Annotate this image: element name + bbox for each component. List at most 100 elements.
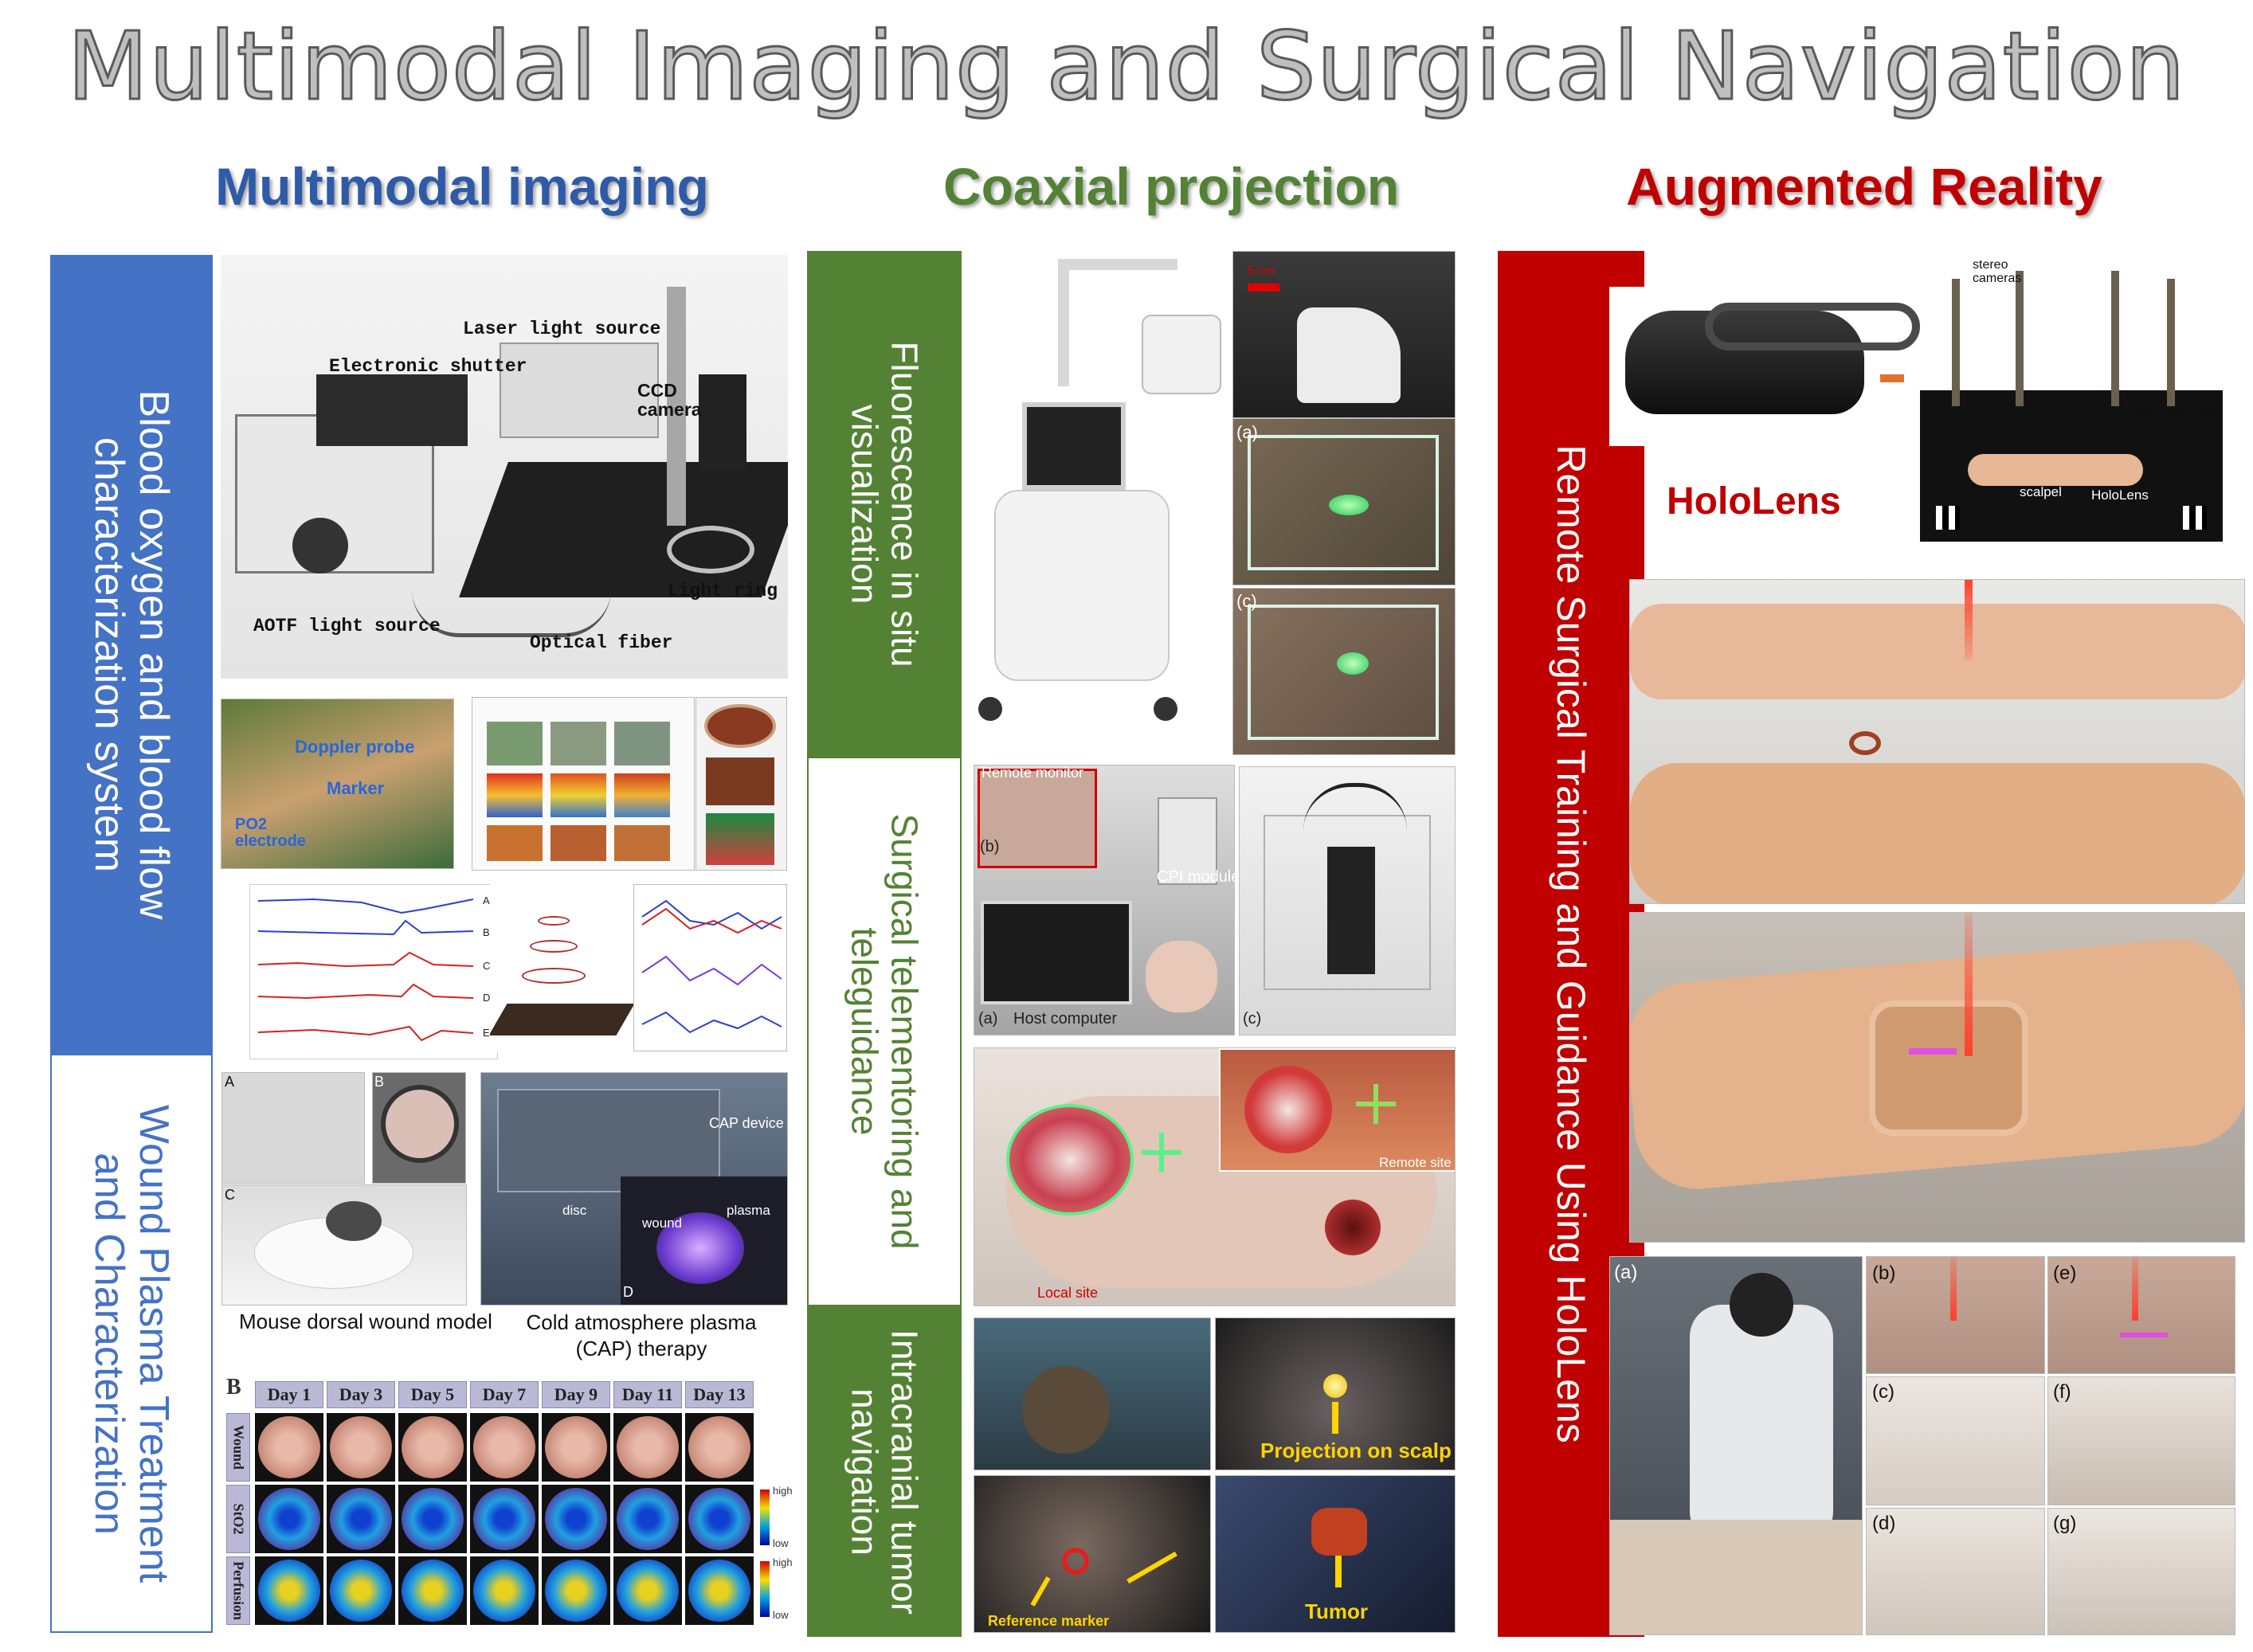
row-header-sto2: StO2 bbox=[226, 1485, 250, 1553]
ar-laser-beam-2 bbox=[1965, 913, 1973, 1056]
projection-photo-c bbox=[1232, 588, 1456, 755]
plot-letter-a: A bbox=[483, 895, 490, 906]
timecourse-cell bbox=[542, 1556, 610, 1625]
reg-cell-8 bbox=[551, 825, 606, 861]
timecourse-cell bbox=[327, 1413, 395, 1482]
reg-cell-6 bbox=[614, 773, 670, 817]
scalp-projection-photo bbox=[1215, 1317, 1456, 1470]
timecourse-cell bbox=[255, 1485, 323, 1553]
timecourse-cell-image bbox=[688, 1416, 750, 1478]
ar-phantom-upper bbox=[1630, 604, 2244, 699]
timecourse-cell-image bbox=[688, 1488, 750, 1550]
control-box-lens bbox=[292, 518, 348, 574]
label-marker: Marker bbox=[327, 778, 385, 798]
perfusion-colorbar bbox=[760, 1561, 770, 1617]
telementoring-setup-photo bbox=[974, 765, 1235, 1035]
camera-post bbox=[667, 287, 686, 526]
table-pole-1 bbox=[1952, 279, 1960, 406]
timecourse-cell-image bbox=[617, 1488, 679, 1550]
label-projection-on-scalp: Projection on scalp bbox=[1260, 1439, 1452, 1462]
day-header-13: Day 13 bbox=[685, 1381, 754, 1408]
table-pole-2 bbox=[2016, 271, 2024, 406]
timecourse-cell-image bbox=[473, 1560, 535, 1622]
scalp-arrow bbox=[1332, 1402, 1338, 1434]
ar-subpanel-f bbox=[2047, 1376, 2235, 1505]
plot-letter-b: B bbox=[483, 926, 490, 938]
timecourse-cell bbox=[685, 1413, 754, 1482]
timecourse-cell bbox=[327, 1556, 395, 1625]
scalp-projection-spot bbox=[1323, 1374, 1347, 1398]
timecourse-cell bbox=[685, 1556, 754, 1625]
hololens-band bbox=[1705, 303, 1920, 350]
cart-monitor bbox=[1022, 402, 1126, 490]
petri-dish-figure bbox=[695, 697, 787, 871]
timecourse-cell bbox=[613, 1485, 682, 1553]
shutter-box bbox=[316, 374, 468, 446]
remote-wound bbox=[1244, 1066, 1332, 1153]
sto2-scale-high: high bbox=[773, 1485, 793, 1497]
page-title: Multimodal Imaging and Surgical Navigati… bbox=[66, 10, 2186, 123]
label-doppler-probe: Doppler probe bbox=[295, 737, 415, 757]
label-electronic-shutter: Electronic shutter bbox=[329, 356, 527, 377]
day-header-9: Day 9 bbox=[542, 1381, 610, 1408]
label-d-sub: (d) bbox=[1872, 1513, 1896, 1534]
label-c-sub: (c) bbox=[1872, 1381, 1894, 1403]
projection-c-frame bbox=[1248, 605, 1439, 740]
petri-dish-bottom bbox=[706, 813, 774, 865]
cart-projector-head bbox=[1142, 315, 1221, 394]
remote-cross-v bbox=[1373, 1084, 1378, 1124]
roi-line-plots bbox=[633, 884, 787, 1051]
label-scalpel: scalpel bbox=[2020, 484, 2062, 499]
hololens-visor bbox=[1625, 311, 1864, 414]
reference-marker-photo bbox=[974, 1475, 1211, 1633]
cap-plasma-inset bbox=[621, 1176, 787, 1305]
signal-line-d bbox=[257, 983, 474, 1000]
timecourse-cell bbox=[255, 1556, 323, 1625]
reg-cell-4 bbox=[487, 773, 543, 817]
wound-panel-letter-c: C bbox=[225, 1187, 235, 1203]
ar-subpanel-c bbox=[1866, 1376, 2045, 1505]
cart-arm-vertical bbox=[1058, 259, 1069, 386]
foot-wound-projection-photo bbox=[974, 1047, 1456, 1306]
heading-augmented-reality: Augmented Reality bbox=[1626, 157, 2102, 216]
timecourse-panel-b: B bbox=[226, 1378, 241, 1400]
timecourse-cell bbox=[470, 1485, 539, 1553]
mouse-device-parts-photo bbox=[221, 1072, 365, 1184]
cpi-module-box bbox=[1158, 797, 1217, 885]
projection-a-glow bbox=[1329, 495, 1369, 515]
timecourse-cell bbox=[542, 1413, 610, 1482]
projection-photo-a bbox=[1232, 418, 1456, 585]
ar-laser-beam-1 bbox=[1965, 580, 1973, 660]
trainee-head bbox=[1730, 1273, 1793, 1337]
timecourse-cell bbox=[470, 1556, 539, 1625]
optical-table bbox=[459, 462, 788, 597]
light-ring bbox=[667, 526, 754, 574]
label-hololens-small: HoloLens bbox=[2091, 487, 2149, 503]
trainee-table bbox=[1610, 1520, 1862, 1634]
marker-arrow-left bbox=[1030, 1576, 1051, 1607]
label-light-ring: Light ring bbox=[668, 581, 778, 601]
label-host-computer: Host computer bbox=[1013, 1010, 1118, 1028]
roi-line-4 bbox=[641, 1011, 782, 1034]
timecourse-cell-image bbox=[545, 1488, 607, 1550]
day-header-3: Day 3 bbox=[327, 1381, 395, 1408]
tumor-tissue bbox=[1311, 1508, 1367, 1556]
label-stereo-cameras: stereo cameras bbox=[1973, 258, 2022, 285]
cap-plasma-glow bbox=[656, 1212, 744, 1284]
row-header-perfusion: Perfusion bbox=[226, 1556, 250, 1625]
phantom-photo: 5 cm bbox=[1232, 251, 1456, 418]
reg-cell-9 bbox=[614, 825, 670, 861]
host-laptop bbox=[981, 901, 1132, 1004]
sto2-colorbar bbox=[760, 1490, 770, 1545]
table-fiducial-2 bbox=[2183, 506, 2207, 530]
wound-timecourse-figure: B Day 1 Day 3 Day 5 Day 7 Day 9 Day 11 D… bbox=[221, 1378, 795, 1628]
label-b-telementoring: (b) bbox=[980, 838, 1000, 855]
label-e-sub: (e) bbox=[2053, 1262, 2077, 1284]
roi-base bbox=[490, 1004, 635, 1035]
roi-ring-1 bbox=[538, 916, 570, 926]
heading-coaxial-projection: Coaxial projection bbox=[942, 157, 1400, 216]
wound-dish-photo bbox=[372, 1072, 466, 1184]
label-hololens-title: HoloLens bbox=[1667, 480, 1841, 523]
label-remote-site: Remote site bbox=[1379, 1155, 1452, 1170]
reg-cell-5 bbox=[551, 773, 606, 817]
